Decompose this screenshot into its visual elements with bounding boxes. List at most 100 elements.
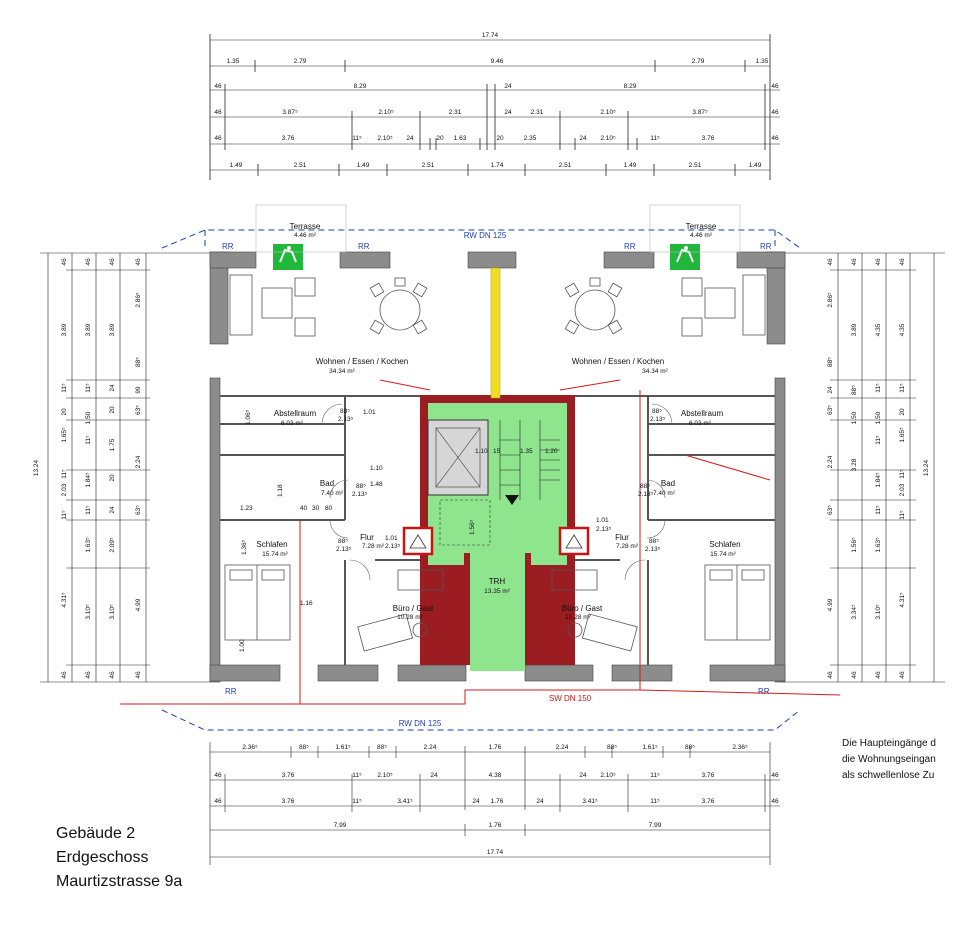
dim-label: 2.79 [294, 58, 307, 65]
door-dim: 1.56⁵ [469, 519, 476, 535]
dim-label: 11⁵ [650, 798, 660, 805]
note-line: Die Haupteingänge d [842, 738, 936, 749]
dim-label: 46 [135, 258, 142, 266]
door-dimension-labels: 88⁵ 2.13⁵ 1.01 1.16 1.10 1.48 1.23 40 30… [239, 408, 666, 652]
dim-label: 11⁵ [875, 435, 882, 445]
room-name-hall-right: Flur [615, 533, 629, 542]
stairwell-core: TRH 13.35 m² [420, 395, 575, 671]
door-dim: 80 [325, 505, 333, 512]
note-line: die Wohnungseingan [842, 754, 936, 765]
dim-label: 46 [85, 671, 92, 679]
dimension-chains-left [40, 252, 210, 683]
dim-label: 46 [771, 772, 779, 779]
door-dim: 2.13⁵ [336, 546, 352, 553]
room-area-terrace-right: 4.46 m² [690, 232, 713, 239]
dim-label: 2.24 [135, 455, 142, 468]
dim-label: 1.63⁵ [85, 537, 92, 553]
room-name-stair: TRH [489, 577, 506, 586]
dim-label: 11⁵ [61, 510, 68, 520]
pipe-label-rw-top: RW DN 125 [464, 231, 507, 240]
door-dim: 1.10 [475, 448, 488, 455]
dim-label: 11⁵ [85, 435, 92, 445]
dim-label: 3.87⁵ [282, 109, 298, 116]
dimension-chains-right [780, 252, 945, 683]
dim-label: 1.50 [851, 411, 858, 424]
dim-label: 1.50 [875, 411, 882, 424]
dim-label: 1.65⁵ [899, 427, 906, 443]
dim-label: 2.36⁵ [242, 744, 258, 751]
door-dim: 15 [493, 448, 501, 455]
dim-label: 8.29 [624, 83, 637, 90]
building-walls [209, 251, 786, 683]
dining-table-icon [369, 277, 428, 335]
dim-label: 63⁵ [135, 405, 142, 415]
terrace-outlines [255, 204, 741, 253]
door-dim: 2.13⁵ [638, 491, 654, 498]
dim-label: 46 [771, 798, 779, 805]
dim-label: 2.51 [559, 162, 572, 169]
dim-label: 3.89 [851, 323, 858, 336]
sofa-icon [229, 274, 316, 337]
dim-label: 3.89 [61, 323, 68, 336]
room-name-office-left: Büro / Gast [393, 604, 434, 613]
room-name-hall-left: Flur [360, 533, 374, 542]
room-name-bath-right: Bad [661, 479, 675, 488]
dim-label: 3.10⁵ [875, 604, 882, 620]
dim-label: 46 [135, 671, 142, 679]
emergency-exit-icon [273, 244, 303, 270]
room-name-office-right: Büro / Gast [562, 604, 603, 613]
accessibility-note: Die Haupteingänge d die Wohnungseingan a… [842, 738, 936, 786]
door-dim: 2.13⁵ [352, 491, 368, 498]
dimension-labels-left: 13.24 46 3.89 11⁵ 20 1.65⁵ 11⁵ 2.03 11⁵ … [33, 258, 142, 679]
dim-label: 1.76 [489, 744, 502, 751]
door-dim: 1.10 [370, 465, 383, 472]
room-name-bath-left: Bad [320, 479, 334, 488]
dim-label: 11⁵ [875, 383, 882, 393]
dim-label: 20 [899, 408, 906, 416]
dim-label: 3.76 [282, 772, 295, 779]
dim-label: 20 [61, 408, 68, 416]
room-area-bath-left: 7.40 m² [321, 490, 344, 497]
dim-label: 1.56⁵ [851, 537, 858, 553]
dim-label: 1.76 [489, 822, 502, 829]
dim-label: 2.24 [827, 455, 834, 468]
dim-label: 3.41⁵ [397, 798, 413, 805]
dim-label: 3.34⁵ [851, 604, 858, 620]
dim-label: 24 [579, 135, 587, 142]
dim-label: 1.63⁵ [875, 537, 882, 553]
dim-label: 2.36⁵ [732, 744, 748, 751]
rr-label: RR [760, 242, 772, 251]
dim-label: 1.35 [756, 58, 769, 65]
dim-label: 2.10⁵ [377, 772, 393, 779]
door-dim: 2.13⁵ [385, 543, 401, 550]
dim-label: 4.99 [827, 598, 834, 611]
room-name-storage-left: Abstellraum [274, 409, 317, 418]
dim-label: 46 [875, 671, 882, 679]
dim-label: 46 [61, 671, 68, 679]
dim-label: 88⁵ [377, 744, 387, 751]
door-dim: 1.20 [545, 448, 558, 455]
dim-label: 1.75 [109, 438, 116, 451]
dim-left-total: 13.24 [33, 459, 40, 476]
door-dim: 88⁵ [640, 483, 650, 490]
dim-label: 4.31⁵ [61, 592, 68, 608]
door-dim: 1.01 [385, 535, 398, 542]
dim-label: 1.49 [357, 162, 370, 169]
room-name-bed-right: Schlafen [709, 540, 740, 549]
dim-label: 3.41⁵ [582, 798, 598, 805]
dim-label: 1.74 [491, 162, 504, 169]
door-dim: 40 [300, 505, 308, 512]
room-labels: Terrasse 4.46 m² Terrasse 4.46 m² Wohnen… [256, 222, 740, 621]
dim-label: 2.03 [899, 483, 906, 496]
door-dim: 1.36⁵ [241, 539, 248, 555]
bed-icon [704, 564, 771, 641]
dim-label: 24 [536, 798, 544, 805]
dim-label: 46 [899, 671, 906, 679]
desk-icon [551, 569, 638, 652]
dim-label: 88⁵ [607, 744, 617, 751]
dim-label: 3.76 [702, 798, 715, 805]
roof-drainage-outline [161, 229, 801, 731]
dim-label: 63⁵ [827, 405, 834, 415]
dim-label: 11⁵ [899, 469, 906, 479]
door-dim: 2.13⁵ [338, 416, 354, 423]
